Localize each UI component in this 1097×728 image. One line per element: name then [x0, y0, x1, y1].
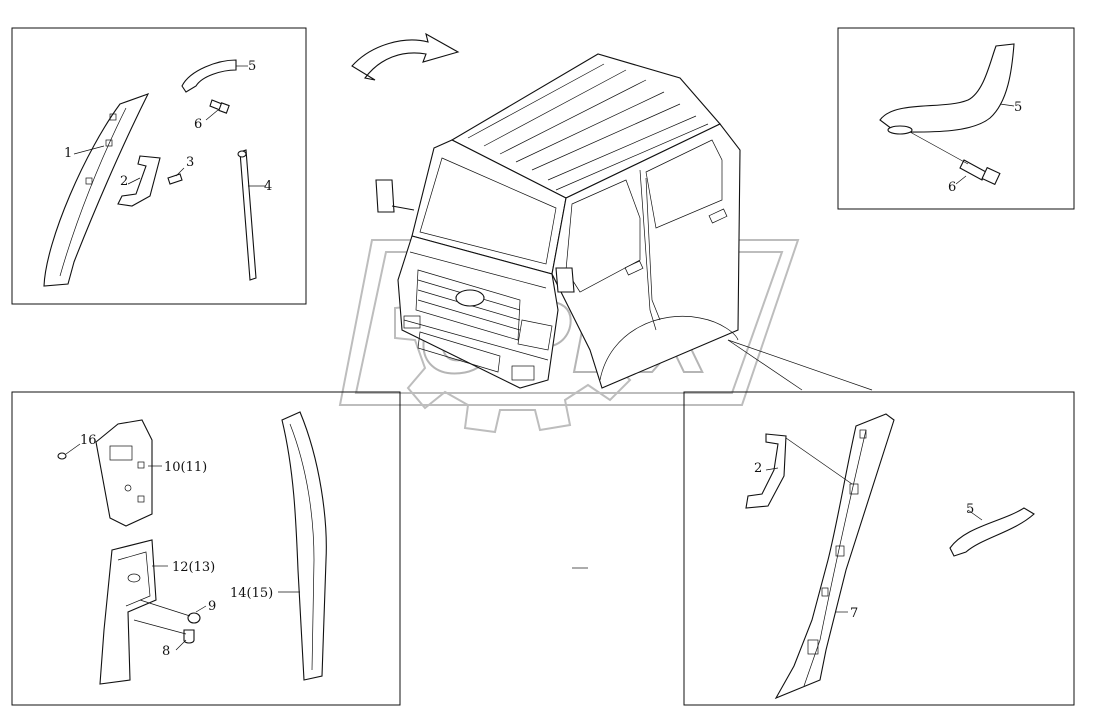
plug — [187, 612, 201, 624]
callout-7: 7 — [850, 606, 858, 621]
assist-grip — [879, 43, 1015, 133]
callout-8: 8 — [162, 644, 170, 659]
weatherstrip — [239, 149, 257, 281]
center-pillar-trim — [281, 411, 327, 681]
detail-top-left — [43, 59, 266, 287]
truck-cab-illustration — [375, 53, 741, 389]
assist-grip — [181, 59, 237, 93]
callout-1: 1 — [64, 146, 72, 161]
callout-5: 5 — [1014, 100, 1022, 115]
assist-grip — [949, 507, 1035, 557]
screw — [167, 173, 183, 185]
clip — [57, 452, 67, 460]
callout-12-13: 12(13) — [172, 560, 215, 575]
callout-3: 3 — [186, 155, 194, 170]
b-pillar-lower-trim — [99, 539, 157, 685]
detail-bottom-left — [57, 411, 327, 685]
detail-bottom-right — [745, 413, 1035, 700]
detail-top-right — [879, 43, 1015, 186]
bolt — [959, 159, 987, 181]
callout-14-15: 14(15) — [230, 586, 273, 601]
rotation-arrow-icon — [351, 32, 460, 81]
leader-line — [727, 339, 873, 391]
detail-frame-bottom-left — [11, 391, 401, 706]
callout-4: 4 — [264, 179, 272, 194]
grab-handle — [117, 155, 161, 207]
leader-line — [727, 339, 803, 391]
callout-6: 6 — [948, 180, 956, 195]
callout-5: 5 — [248, 59, 256, 74]
b-pillar-upper-trim — [95, 419, 153, 527]
detail-frame-top-left — [11, 27, 307, 305]
plug — [183, 629, 195, 644]
callout-16: 16 — [80, 433, 97, 448]
callout-10-11: 10(11) — [164, 460, 207, 475]
callout-9: 9 — [208, 599, 216, 614]
callout-2: 2 — [120, 174, 128, 189]
callout-2: 2 — [754, 461, 762, 476]
callout-6: 6 — [194, 117, 202, 132]
a-pillar-trim — [43, 93, 150, 287]
a-pillar-trim — [774, 413, 895, 700]
grab-handle — [745, 433, 787, 509]
callout-5: 5 — [966, 502, 974, 517]
detail-frame-top-right — [837, 27, 1075, 210]
detail-frame-bottom-right — [683, 391, 1075, 706]
